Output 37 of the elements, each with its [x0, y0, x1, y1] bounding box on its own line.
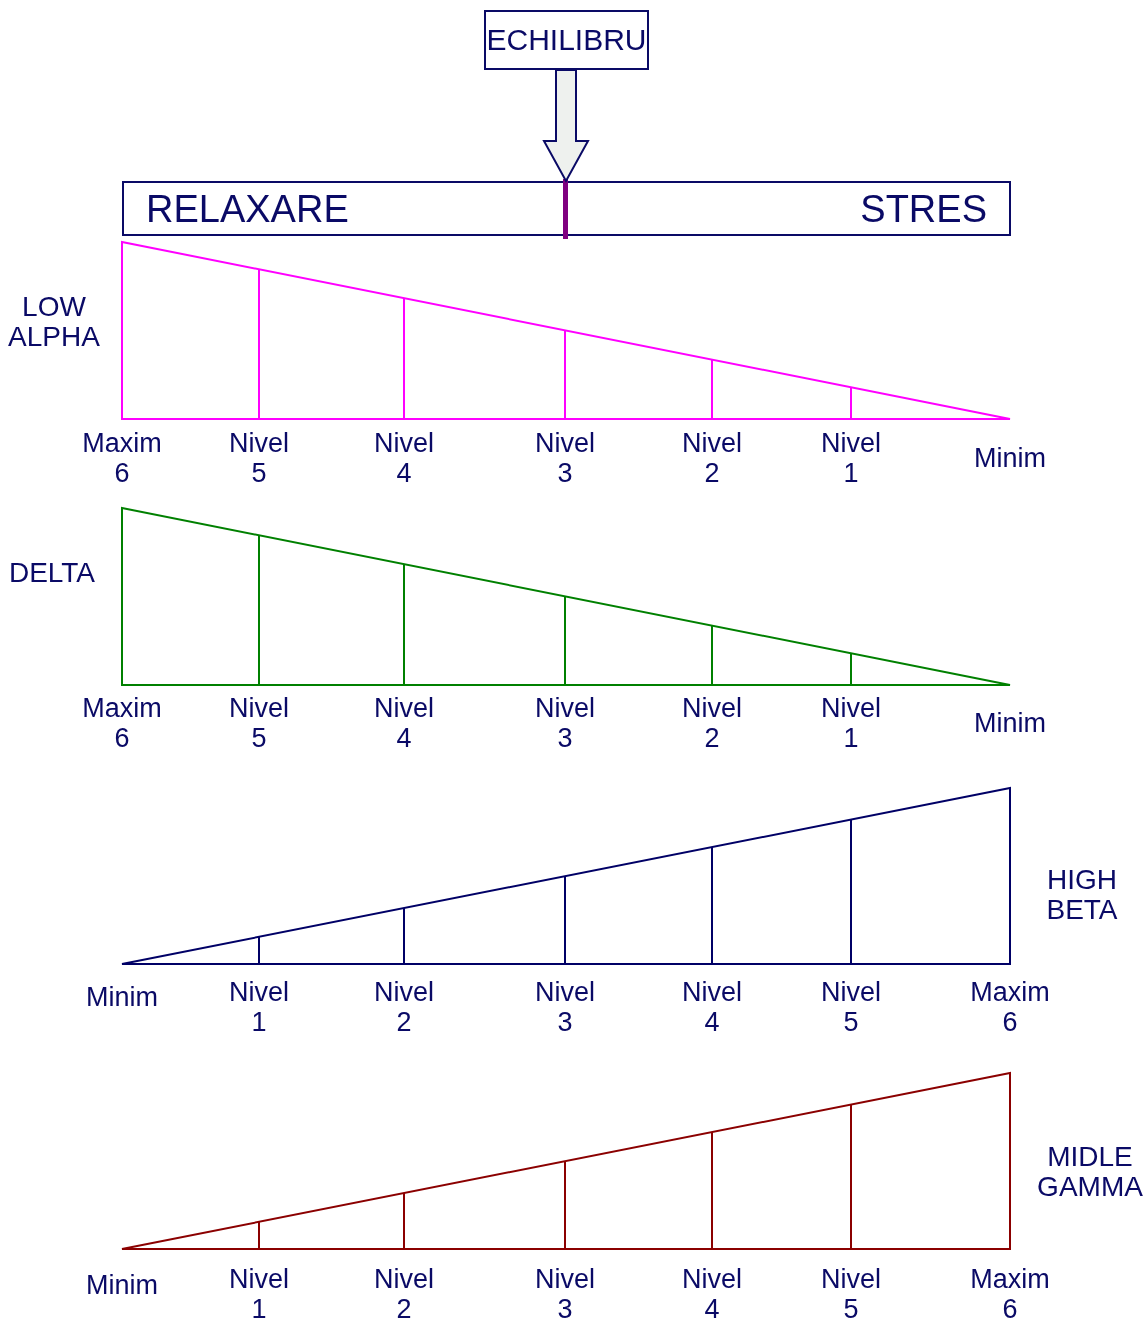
level-label: Nivel 2: [681, 693, 743, 753]
arrow: [542, 69, 590, 184]
label-box: ECHILIBRU: [484, 10, 649, 70]
level-label: Nivel 2: [373, 977, 435, 1037]
level-label: Nivel 4: [373, 428, 435, 488]
level-label: Nivel 2: [373, 1264, 435, 1323]
level-label: Nivel 4: [681, 1264, 743, 1323]
scale-bar: [122, 181, 1011, 236]
level-label: Nivel 5: [820, 977, 882, 1037]
level-label: Minim: [973, 443, 1047, 473]
level-label: Maxim 6: [969, 977, 1051, 1037]
band-name: DELTA: [8, 558, 96, 588]
level-label: Nivel 4: [373, 693, 435, 753]
level-label: Minim: [85, 1270, 159, 1300]
band-name: MIDLE GAMMA: [1037, 1142, 1143, 1202]
level-label: Nivel 1: [820, 428, 882, 488]
level-label: Nivel 5: [228, 693, 290, 753]
scale-right-label: STRES: [860, 187, 987, 231]
level-label: Nivel 5: [820, 1264, 882, 1323]
level-label: Nivel 3: [534, 428, 596, 488]
level-label: Nivel 2: [681, 428, 743, 488]
band-name: LOW ALPHA: [8, 292, 100, 352]
band-name: HIGH BETA: [1046, 865, 1118, 925]
level-label: Nivel 3: [534, 693, 596, 753]
level-label: Nivel 5: [228, 428, 290, 488]
level-label: Nivel 1: [820, 693, 882, 753]
scale-left-label: RELAXARE: [146, 187, 349, 231]
level-label: Nivel 3: [534, 1264, 596, 1323]
level-label: Nivel 1: [228, 977, 290, 1037]
level-label: Maxim 6: [81, 428, 163, 488]
level-label: Nivel 3: [534, 977, 596, 1037]
level-label: Nivel 4: [681, 977, 743, 1037]
level-label: Minim: [973, 708, 1047, 738]
level-label: Minim: [85, 982, 159, 1012]
level-label: Nivel 1: [228, 1264, 290, 1323]
level-label: Maxim 6: [81, 693, 163, 753]
level-label: Maxim 6: [969, 1264, 1051, 1323]
